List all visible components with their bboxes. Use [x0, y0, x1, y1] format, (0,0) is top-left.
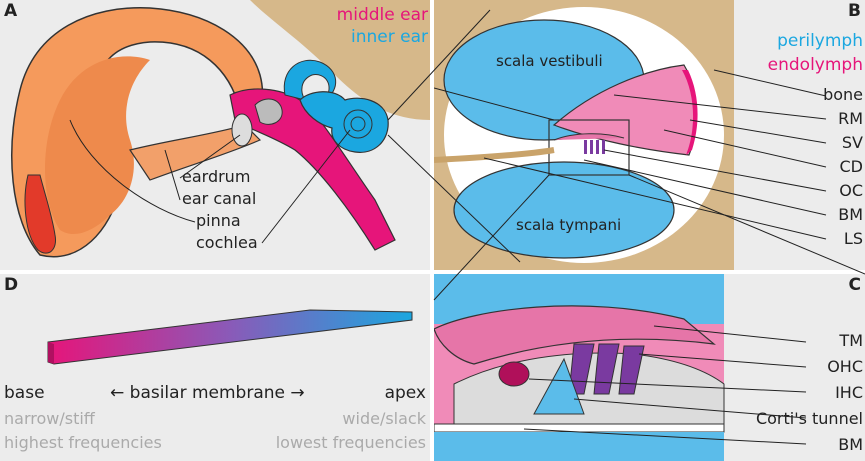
label-pinna: pinna [196, 212, 241, 230]
label-scala-vestibuli: scala vestibuli [496, 52, 603, 70]
inner-hair-cell [499, 362, 529, 386]
label-bone: bone [823, 86, 863, 104]
scala-tympani-region [434, 432, 724, 461]
ossicles [255, 99, 282, 124]
label-apex: apex [385, 384, 426, 402]
label-sv: SV [842, 134, 863, 152]
label-basilar-membrane: ← basilar membrane → [110, 384, 305, 402]
panel-c-organ-of-corti: C TM OHC IHC Corti's tunnel BM [434, 274, 865, 461]
legend-endolymph: endolymph [768, 56, 863, 74]
organ-of-corti-diagram [434, 274, 865, 461]
label-narrow-stiff: narrow/stiff [4, 410, 95, 428]
label-base: base [4, 384, 45, 402]
label-tm: TM [839, 332, 863, 350]
label-ohc: OHC [827, 358, 863, 376]
legend-middle-ear: middle ear [337, 6, 428, 24]
label-eardrum: eardrum [182, 168, 250, 186]
label-cortis-tunnel: Corti's tunnel [756, 410, 863, 428]
panel-b-letter: B [848, 2, 861, 20]
label-scala-tympani: scala tympani [516, 216, 621, 234]
legend-perilymph: perilymph [777, 32, 863, 50]
label-bm: BM [838, 206, 863, 224]
membrane-edge [48, 342, 54, 364]
basilar-membrane-shape [434, 424, 724, 432]
label-oc: OC [839, 182, 863, 200]
label-cd: CD [840, 158, 864, 176]
outer-hair-cells [569, 344, 644, 394]
label-cochlea: cochlea [196, 234, 258, 252]
panel-a-letter: A [4, 2, 17, 20]
legend-inner-ear: inner ear [351, 28, 428, 46]
panel-a-ear-anatomy: A middle ear inner ear eardrum ear canal… [0, 0, 430, 270]
label-ear-canal: ear canal [182, 190, 256, 208]
panel-b-cochlea-section: B perilymph endolymph scala vestibuli sc… [434, 0, 865, 270]
label-lowest-frequencies: lowest frequencies [276, 434, 426, 452]
membrane-strip [48, 310, 412, 364]
label-wide-slack: wide/slack [342, 410, 426, 428]
panel-c-letter: C [849, 276, 861, 294]
label-bm-c: BM [838, 436, 863, 454]
label-rm: RM [838, 110, 863, 128]
label-ls: LS [844, 230, 863, 248]
label-highest-frequencies: highest frequencies [4, 434, 162, 452]
label-ihc: IHC [835, 384, 863, 402]
panel-d-letter: D [4, 276, 18, 294]
eardrum-shape [232, 114, 252, 146]
panel-d-basilar-membrane: D base ← basilar membrane → apex narrow/… [0, 274, 430, 461]
scala-tympani-shape [454, 162, 674, 258]
